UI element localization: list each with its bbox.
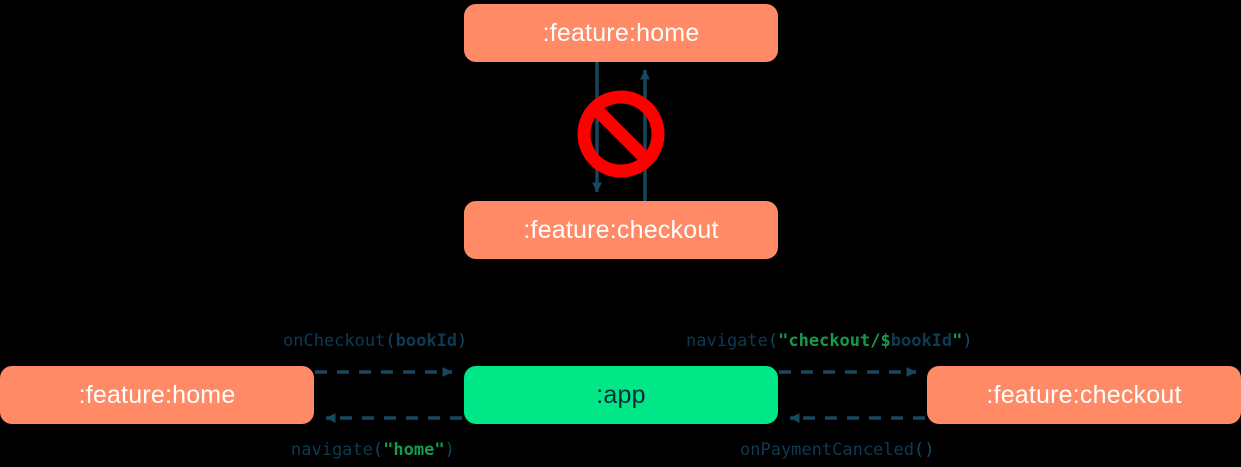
code-token-fn: navigate [291,440,373,460]
edge-label-navigate-checkout: navigate("checkout/$bookId") [686,331,973,351]
node-label: :feature:home [78,380,236,409]
edge-label-navigate-home: navigate("home") [291,440,455,460]
node-label: :feature:checkout [986,380,1182,409]
code-token-fn: navigate [686,331,768,351]
code-token-punct: ( [372,440,384,460]
node-label: :feature:home [542,18,700,47]
node-feature-home-top[interactable]: :feature:home [464,4,778,62]
code-token-str: "home" [383,440,445,460]
code-token-id: bookId [890,331,953,351]
code-token-id: bookId [395,331,458,351]
code-token-punct: () [914,440,935,460]
no-entry-icon [577,90,665,178]
edge-label-onpayment-canceled: onPaymentCanceled() [740,440,934,460]
code-token-str: "checkout/$ [778,331,891,351]
node-app[interactable]: :app [464,366,778,424]
code-token-fn: onCheckout [283,331,386,351]
code-token-punct: ) [444,440,455,460]
node-label: :feature:checkout [523,215,719,244]
node-feature-checkout-top[interactable]: :feature:checkout [464,201,778,259]
code-token-fn: onPaymentCanceled [740,440,914,460]
node-label: :app [596,380,646,409]
code-token-punct: ) [457,331,468,351]
edge-label-oncheckout: onCheckout(bookId) [283,331,467,351]
code-token-punct: ( [385,331,396,351]
node-feature-checkout-bottom[interactable]: :feature:checkout [927,366,1241,424]
code-token-punct: ) [962,331,973,351]
node-feature-home-bottom[interactable]: :feature:home [0,366,314,424]
code-token-str: " [952,331,963,351]
code-token-punct: ( [767,331,779,351]
